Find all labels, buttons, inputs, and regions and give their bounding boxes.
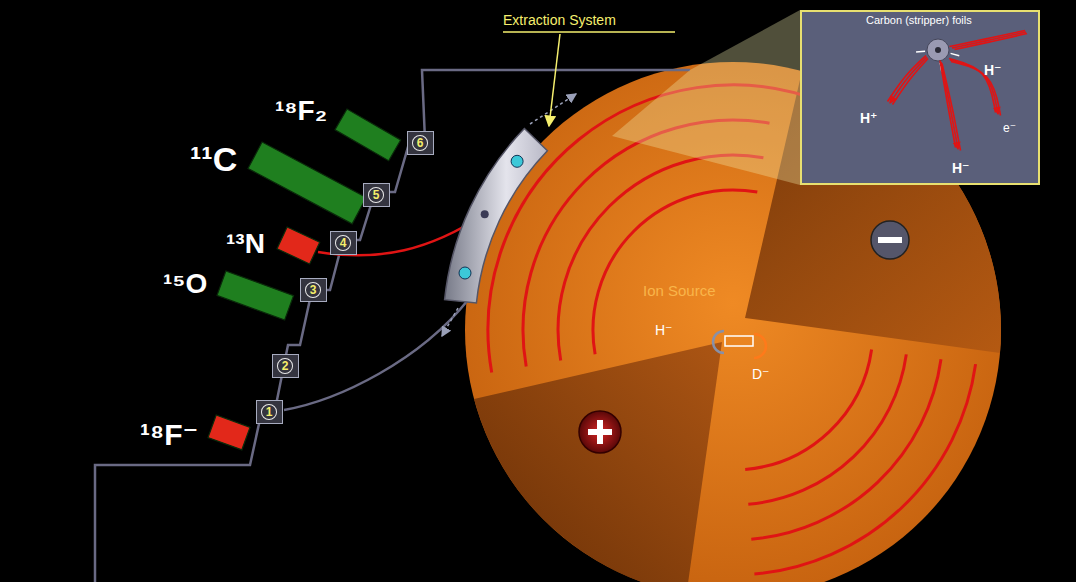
target-body <box>277 227 320 264</box>
callout-number: 6 <box>412 135 429 151</box>
particle-track <box>952 32 1026 48</box>
isotope-label: ¹³N <box>226 228 265 260</box>
foil-label: Carbon (stripper) foils <box>866 14 972 27</box>
target-body <box>217 271 294 320</box>
target-box: ¹¹C <box>248 142 366 224</box>
target-shape <box>335 109 401 161</box>
vault-wall <box>95 70 690 582</box>
particle-label: H⁻ <box>952 160 970 176</box>
system-label: Extraction System <box>503 12 616 28</box>
label-underline <box>503 31 675 33</box>
port-number: 2 <box>272 354 299 378</box>
stripper-foil <box>459 267 471 279</box>
callout-number: 5 <box>368 187 385 203</box>
dee-positive <box>474 342 722 582</box>
particle-label: H⁺ <box>860 110 878 126</box>
port-number: 5 <box>363 183 390 207</box>
particle-track <box>941 62 958 149</box>
particle-track <box>950 31 1026 47</box>
target-box: ¹³N <box>277 227 320 264</box>
extraction-carousel <box>445 129 548 304</box>
beam-line <box>284 300 468 410</box>
leader-arrow <box>549 34 560 126</box>
target-body <box>208 415 250 450</box>
isotope-label: ¹⁸F₂ <box>275 95 327 127</box>
target-body <box>335 109 401 161</box>
particle-track <box>951 62 1001 116</box>
callout-number: 2 <box>277 358 294 374</box>
isotope-label: ¹¹C <box>190 140 237 179</box>
foil-spoke <box>951 53 960 55</box>
particle-track <box>890 57 927 103</box>
port-number: 4 <box>330 231 357 255</box>
particle-label: e⁻ <box>1003 122 1016 136</box>
ion-source <box>713 331 766 358</box>
particle-track <box>955 34 1028 50</box>
port-number: 1 <box>256 400 283 424</box>
plus-symbol <box>579 411 621 453</box>
carbon-foil <box>935 47 941 53</box>
target-box: ¹⁵O <box>217 271 294 320</box>
stripper-foil <box>511 155 523 167</box>
particle-track <box>893 59 929 105</box>
target-body <box>248 142 366 224</box>
target-shape <box>277 227 320 264</box>
stripper-foil <box>481 210 489 218</box>
zoom-highlight <box>612 10 800 185</box>
ion-label: D⁻ <box>752 366 770 382</box>
port-number: 3 <box>300 278 327 302</box>
isotope-label: ¹⁵O <box>163 268 207 300</box>
ion-label: H⁻ <box>655 322 673 338</box>
target-shape <box>248 142 366 224</box>
rotation-arrow <box>442 308 458 336</box>
particle-label: H⁻ <box>984 62 1002 78</box>
zoom-inset: Carbon (stripper) foilsH⁻ H⁺ e⁻ H⁻ <box>800 10 1040 185</box>
target-box: ¹⁸F₂ <box>335 109 401 161</box>
target-box: ¹⁸F⁻ <box>208 415 250 450</box>
callout-number: 4 <box>335 235 352 251</box>
port-number: 6 <box>407 131 434 155</box>
foil-spoke <box>916 50 925 52</box>
source-label: Ion Source <box>643 282 716 299</box>
particle-track <box>940 61 956 148</box>
isotope-label: ¹⁸F⁻ <box>140 418 198 453</box>
target-shape <box>208 415 250 450</box>
carbon-foil <box>927 39 949 61</box>
particle-track <box>942 64 961 151</box>
stripping-illustration <box>800 10 1040 185</box>
target-shape <box>217 271 294 320</box>
minus-symbol <box>871 221 909 259</box>
callout-number: 3 <box>305 282 322 298</box>
callout-number: 1 <box>261 404 278 420</box>
